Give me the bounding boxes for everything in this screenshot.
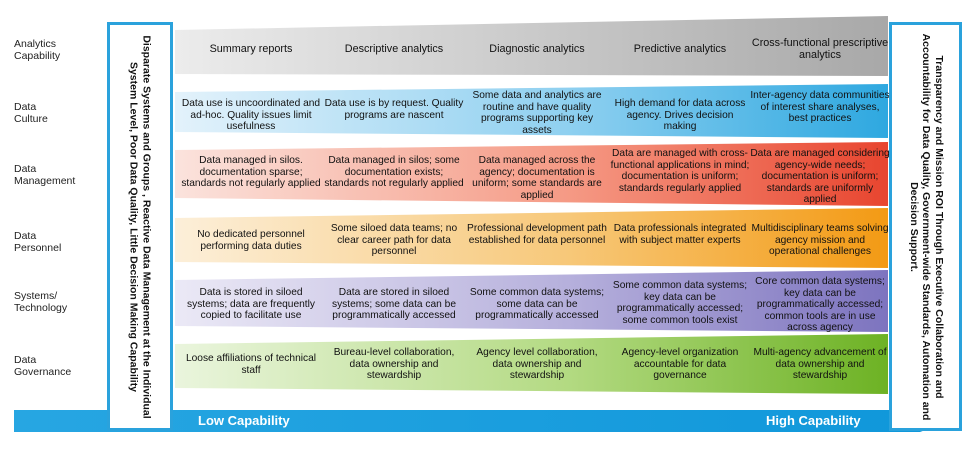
personnel-cell: Some siloed data teams; no clear career …: [330, 223, 458, 257]
row-label-text: Data Management: [14, 163, 76, 187]
column-header-descriptive-analytics: Descriptive analytics: [344, 43, 444, 55]
row-label-systems-technology: Systems/ Technology: [14, 290, 106, 314]
row-label-data-personnel: Data Personnel: [14, 230, 106, 254]
column-header-cross-functional: Cross-functional prescriptive analytics: [751, 37, 889, 61]
left-description-box: Disparate Systems and Groups , Reactive …: [107, 22, 173, 431]
culture-cell: Data use is by request. Quality programs…: [324, 98, 464, 121]
governance-cell: Bureau-level collaboration, data ownersh…: [333, 347, 455, 381]
row-label-data-governance: Data Governance: [14, 354, 106, 378]
row-label-text: Analytics Capability: [14, 38, 61, 62]
row-label-text: Data Personnel: [14, 230, 62, 254]
management-cell: Data managed in silos; some documentatio…: [324, 155, 464, 189]
systems-band: [175, 270, 888, 332]
culture-cell: Inter-agency data communities of interes…: [750, 90, 890, 124]
high-capability-label: High Capability: [766, 413, 861, 428]
governance-cell: Agency level collaboration, data ownersh…: [476, 347, 598, 381]
governance-cell: Multi-agency advancement of data ownersh…: [753, 347, 887, 381]
management-cell: Data managed in silos. documentation spa…: [181, 155, 321, 189]
personnel-band: [175, 208, 888, 268]
systems-cell: Some common data systems; some data can …: [469, 287, 605, 321]
governance-cell: Agency-level organization accountable fo…: [621, 347, 739, 381]
row-label-data-culture: Data Culture: [14, 101, 106, 125]
row-label-text: Data Governance: [14, 354, 72, 378]
bottom-arrow: [14, 410, 950, 432]
right-description-text: Transparency and Mission ROI Through Exe…: [907, 33, 945, 420]
low-capability-label: Low Capability: [198, 413, 290, 428]
personnel-cell: Multidisciplinary teams solving agency m…: [751, 223, 889, 257]
systems-cell: Data are stored in siloed systems; some …: [331, 287, 456, 321]
systems-cell: Core common data systems; key data can b…: [755, 276, 885, 333]
governance-cell: Loose affiliations of technical staff: [185, 353, 317, 376]
personnel-cell: Professional development path establishe…: [467, 223, 607, 246]
management-cell: Data are managed considering agency-wide…: [750, 148, 890, 205]
row-label-text: Systems/ Technology: [14, 290, 68, 314]
row-label-text: Data Culture: [14, 101, 48, 125]
culture-cell: High demand for data across agency. Driv…: [614, 98, 746, 132]
management-cell: Data are managed with cross-functional a…: [610, 148, 750, 194]
culture-band: [175, 84, 888, 138]
management-cell: Data managed across the agency; document…: [472, 155, 602, 201]
column-header-summary-reports: Summary reports: [209, 43, 293, 55]
personnel-cell: No dedicated personnel performing data d…: [197, 229, 305, 252]
culture-cell: Some data and analytics are routine and …: [472, 90, 602, 136]
column-header-diagnostic-analytics: Diagnostic analytics: [489, 43, 585, 55]
systems-cell: Some common data systems; key data can b…: [612, 280, 748, 326]
left-description-text: Disparate Systems and Groups , Reactive …: [128, 34, 153, 419]
right-description-box: Transparency and Mission ROI Through Exe…: [889, 22, 962, 431]
culture-cell: Data use is uncoordinated and ad-hoc. Qu…: [181, 98, 321, 132]
personnel-cell: Data professionals integrated with subje…: [613, 223, 747, 246]
row-label-analytics-capability: Analytics Capability: [14, 38, 106, 62]
management-band: [175, 142, 888, 206]
header-band: [175, 16, 888, 76]
systems-cell: Data is stored in siloed systems; data a…: [187, 287, 315, 321]
governance-band: [175, 334, 888, 394]
row-label-data-management: Data Management: [14, 163, 106, 187]
column-header-predictive-analytics: Predictive analytics: [633, 43, 727, 55]
